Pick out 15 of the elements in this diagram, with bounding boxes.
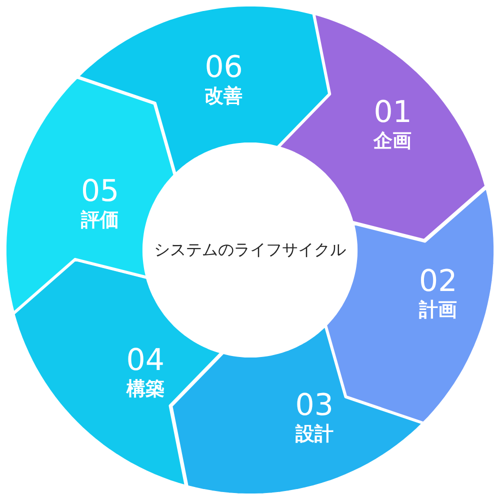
step-label: 企画 xyxy=(374,132,412,152)
step-number: 02 xyxy=(419,267,458,298)
step-number: 05 xyxy=(80,176,120,207)
step-label: 計画 xyxy=(419,301,458,320)
center-title: システムのライフサイクル xyxy=(154,240,346,260)
step-number: 03 xyxy=(295,391,334,422)
step-number: 04 xyxy=(126,346,164,376)
step-label: 設計 xyxy=(295,425,334,444)
step-number: 01 xyxy=(374,98,412,128)
step-number: 06 xyxy=(204,52,243,83)
step-label: 構築 xyxy=(126,380,164,399)
step-label: 評価 xyxy=(80,210,119,230)
step-label: 改善 xyxy=(204,86,243,106)
arrow-segment xyxy=(76,5,330,176)
arrow-segment xyxy=(170,324,424,495)
